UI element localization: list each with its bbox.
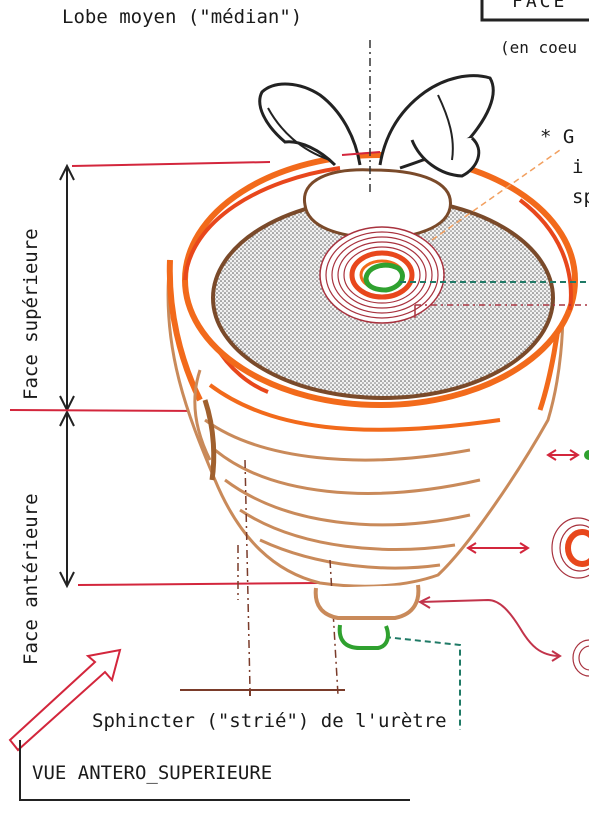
header-box bbox=[480, 0, 589, 22]
label-face-superieure: Face supérieure bbox=[20, 228, 42, 400]
label-face-anterieure: Face antérieure bbox=[20, 493, 42, 665]
dimension-bracket-superieure bbox=[59, 161, 271, 413]
label-sphincter: Sphincter ("strié") de l'urètre bbox=[92, 710, 447, 732]
view-arrow bbox=[8, 648, 410, 801]
label-face-partial: FACE bbox=[512, 0, 568, 12]
urethra-section bbox=[319, 226, 445, 324]
note-line-2: i bbox=[572, 156, 584, 178]
seminal-vesicles bbox=[258, 74, 495, 178]
apex-sphincter bbox=[313, 584, 421, 650]
label-lobe-moyen: Lobe moyen ("médian") bbox=[62, 6, 303, 28]
lobe-moyen-shape bbox=[303, 168, 452, 240]
sphincter-bracket bbox=[180, 689, 345, 696]
label-en-coeur-partial: (en coeu bbox=[500, 38, 578, 57]
label-vue: VUE ANTERO_SUPERIEURE bbox=[32, 762, 273, 784]
note-line-1: * G bbox=[540, 126, 575, 148]
note-line-3: sp bbox=[572, 186, 589, 208]
right-callouts bbox=[417, 449, 589, 677]
dashed-guides bbox=[237, 40, 589, 730]
